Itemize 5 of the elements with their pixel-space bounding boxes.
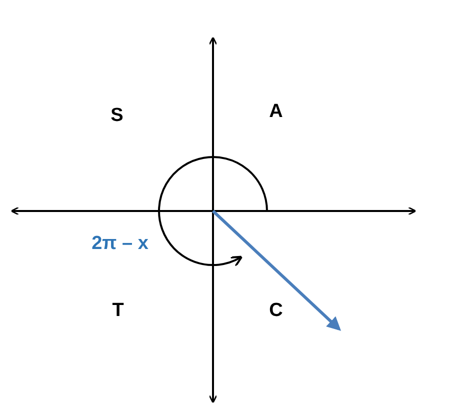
quadrant-label: T [112,300,124,322]
quadrant-label: A [269,101,283,123]
angle-label: 2π – x [92,233,148,255]
quadrant-label: C [269,300,283,322]
quadrant-label: S [110,105,124,127]
